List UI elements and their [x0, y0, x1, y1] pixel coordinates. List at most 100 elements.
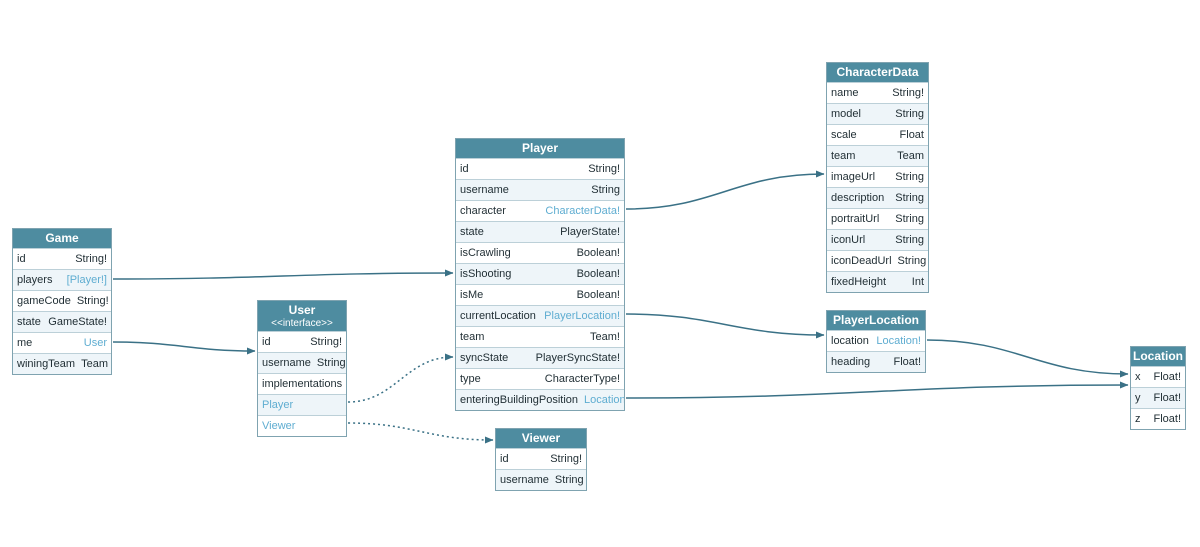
field-type: String [895, 192, 924, 204]
field-type: String! [588, 163, 620, 175]
field-row-User-Viewer[interactable]: Viewer [258, 415, 346, 436]
field-row-User-implementations[interactable]: implementations [258, 373, 346, 394]
field-type: String! [76, 295, 109, 307]
field-type: CharacterType! [544, 373, 620, 385]
field-name: model [831, 108, 861, 120]
field-row-User-username[interactable]: username String [258, 352, 346, 373]
node-header-User[interactable]: User<<interface>> [258, 301, 346, 331]
field-type[interactable]: Location [584, 394, 624, 406]
field-type: Float! [1153, 371, 1181, 383]
field-type[interactable]: [Player!] [66, 274, 107, 286]
field-type: String [316, 357, 346, 369]
field-name: username [262, 357, 311, 369]
field-row-Game-players[interactable]: players[Player!] [13, 269, 111, 290]
node-header-PlayerLocation[interactable]: PlayerLocation [827, 311, 925, 330]
field-name: type [460, 373, 481, 385]
field-name: isShooting [460, 268, 512, 280]
node-header-Viewer[interactable]: Viewer [496, 429, 586, 448]
field-name: team [460, 331, 485, 343]
field-row-CharacterData-description[interactable]: description String [827, 187, 928, 208]
field-type: Boolean! [576, 247, 620, 259]
field-row-Player-team[interactable]: team Team! [456, 326, 624, 347]
field-type[interactable]: CharacterData! [545, 205, 620, 217]
field-name: description [831, 192, 885, 204]
field-name: state [460, 226, 484, 238]
node-header-Location[interactable]: Location [1131, 347, 1185, 366]
field-type: Boolean! [576, 289, 620, 301]
field-name: scale [831, 129, 857, 141]
field-name: me [17, 337, 33, 349]
node-header-Game[interactable]: Game [13, 229, 111, 248]
field-type: Team! [590, 331, 620, 343]
field-row-Player-type[interactable]: type CharacterType! [456, 368, 624, 389]
field-name: id [17, 253, 26, 265]
edge-Game.players-to-Player [112, 269, 454, 280]
node-title: PlayerLocation [832, 313, 920, 327]
field-name: character [460, 205, 506, 217]
field-type: String [895, 108, 924, 120]
node-title: Player [521, 141, 559, 155]
field-type: Team [897, 150, 924, 162]
node-header-Player[interactable]: Player [456, 139, 624, 158]
field-type: String [554, 474, 584, 486]
field-name: z [1135, 413, 1141, 425]
field-name: username [460, 184, 509, 196]
field-type: Float! [1153, 392, 1181, 404]
field-name: x [1135, 371, 1141, 383]
field-name[interactable]: Viewer [262, 420, 296, 432]
field-name: name [831, 87, 859, 99]
field-type[interactable]: User [83, 337, 107, 349]
field-type[interactable]: PlayerLocation! [544, 310, 620, 322]
field-row-Player-character[interactable]: character CharacterData! [456, 200, 624, 221]
field-name: portraitUrl [831, 213, 880, 225]
node-header-CharacterData[interactable]: CharacterData [827, 63, 928, 82]
field-type: Float! [893, 356, 921, 368]
field-name[interactable]: Player [262, 399, 294, 411]
field-type[interactable]: Location! [876, 335, 921, 347]
field-row-Location-x[interactable]: x Float! [1131, 366, 1185, 387]
field-row-Game-me[interactable]: me User [13, 332, 111, 353]
field-type: String [897, 255, 927, 267]
edge-Player.currentLocation-to-PlayerLocation [625, 313, 825, 339]
field-row-CharacterData-team[interactable]: team Team [827, 145, 928, 166]
field-row-User-Player[interactable]: Player [258, 394, 346, 415]
field-type: Int [911, 276, 924, 288]
field-name: team [831, 150, 856, 162]
field-row-CharacterData-model[interactable]: model String [827, 103, 928, 124]
node-title: Location [1133, 349, 1183, 363]
